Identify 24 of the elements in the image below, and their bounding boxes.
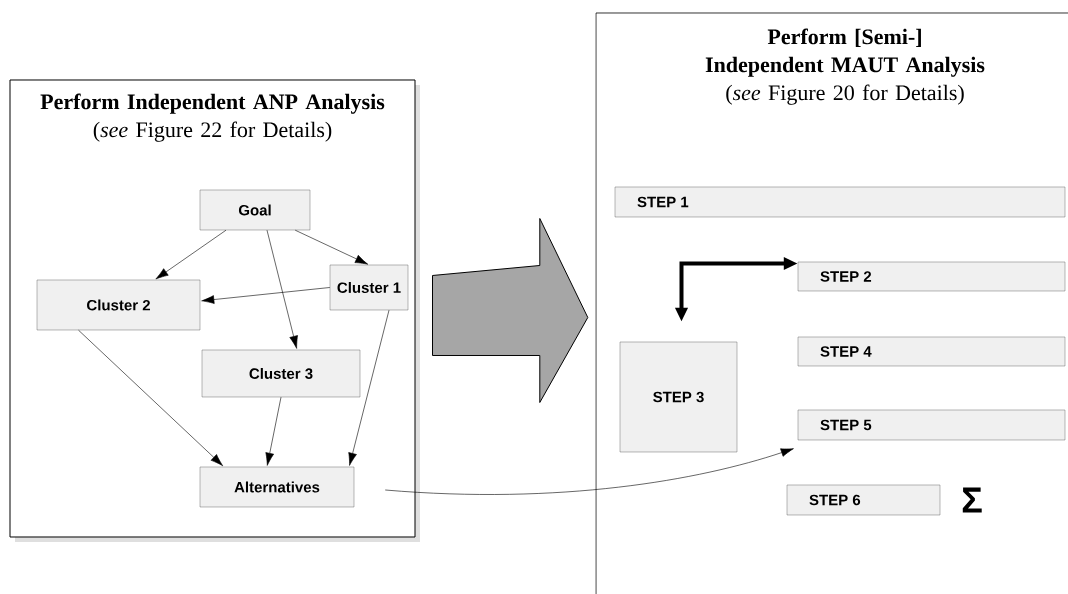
panel-heading: Perform [Semi-] Independent MAUT Analysis (see Figure 20 for Details)	[705, 28, 985, 105]
arrow	[78, 329, 224, 467]
panel-box	[595, 12, 1068, 594]
panel-heading: Perform Independent ANP Analysis (see Figure 22 for Details)	[40, 93, 385, 142]
step-box: STEP 1	[614, 186, 1066, 218]
step-box: STEP 3	[619, 341, 738, 453]
arrow	[348, 309, 390, 466]
cluster-box: Cluster 2	[36, 279, 201, 331]
arrow	[266, 229, 298, 349]
cluster-box: Alternatives	[199, 466, 355, 508]
step-box: STEP 5	[797, 409, 1066, 441]
curved-arrow	[384, 448, 794, 495]
arrow	[201, 287, 331, 304]
cluster-box: Cluster 3	[201, 349, 361, 398]
step-box: STEP 4	[797, 336, 1066, 367]
block-arrow	[432, 218, 589, 403]
cluster-box: Cluster 1	[329, 264, 409, 311]
step-box: STEP 2	[797, 261, 1066, 292]
sum-symbol: Σ	[962, 487, 982, 513]
cluster-box: Goal	[199, 189, 311, 231]
step-box: STEP 6	[786, 484, 941, 516]
arrow	[294, 229, 368, 265]
arrow	[265, 396, 282, 466]
arrow	[155, 229, 227, 280]
